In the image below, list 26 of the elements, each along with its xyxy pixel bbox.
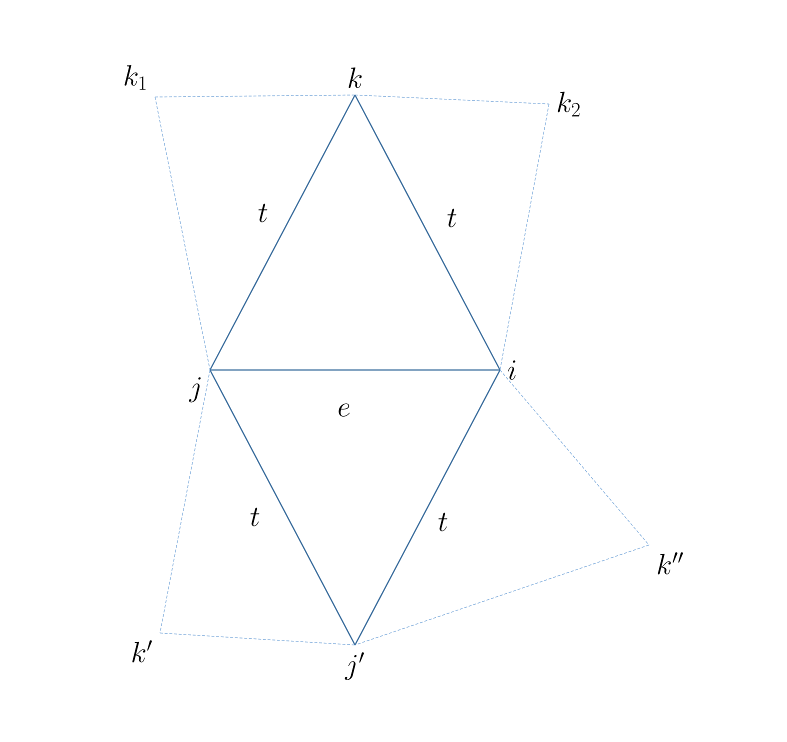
point-label: $k_1$ — [124, 65, 146, 90]
point-label: $j'$ — [344, 652, 364, 680]
edge-length-label: $t$ — [438, 512, 448, 532]
edge-length-label: $t$ — [448, 208, 456, 228]
point-label: $i$ — [508, 360, 516, 380]
dashed-line — [354, 544, 650, 646]
triangle-edge — [209, 94, 356, 370]
edge-length-label: $t$ — [250, 508, 260, 526]
dashed-line — [160, 370, 210, 634]
point-label: $j$ — [188, 377, 201, 402]
point-label: $k_2$ — [558, 92, 580, 116]
triangle-edge — [210, 369, 500, 371]
dashed-line — [500, 370, 650, 546]
dashed-line — [154, 94, 356, 98]
dashed-line — [354, 94, 550, 104]
triangle-edge — [354, 94, 501, 370]
dashed-line — [500, 104, 550, 370]
triangle-edge — [209, 370, 356, 646]
point-label: $k''$ — [658, 552, 683, 574]
edge-length-label: $e$ — [338, 403, 350, 417]
point-label: $k'$ — [132, 640, 152, 662]
point-label: $k$ — [348, 68, 362, 88]
dashed-line — [154, 96, 210, 370]
dashed-line — [160, 632, 356, 646]
edge-length-label: $t$ — [258, 204, 268, 222]
triangle-edge — [354, 370, 501, 646]
